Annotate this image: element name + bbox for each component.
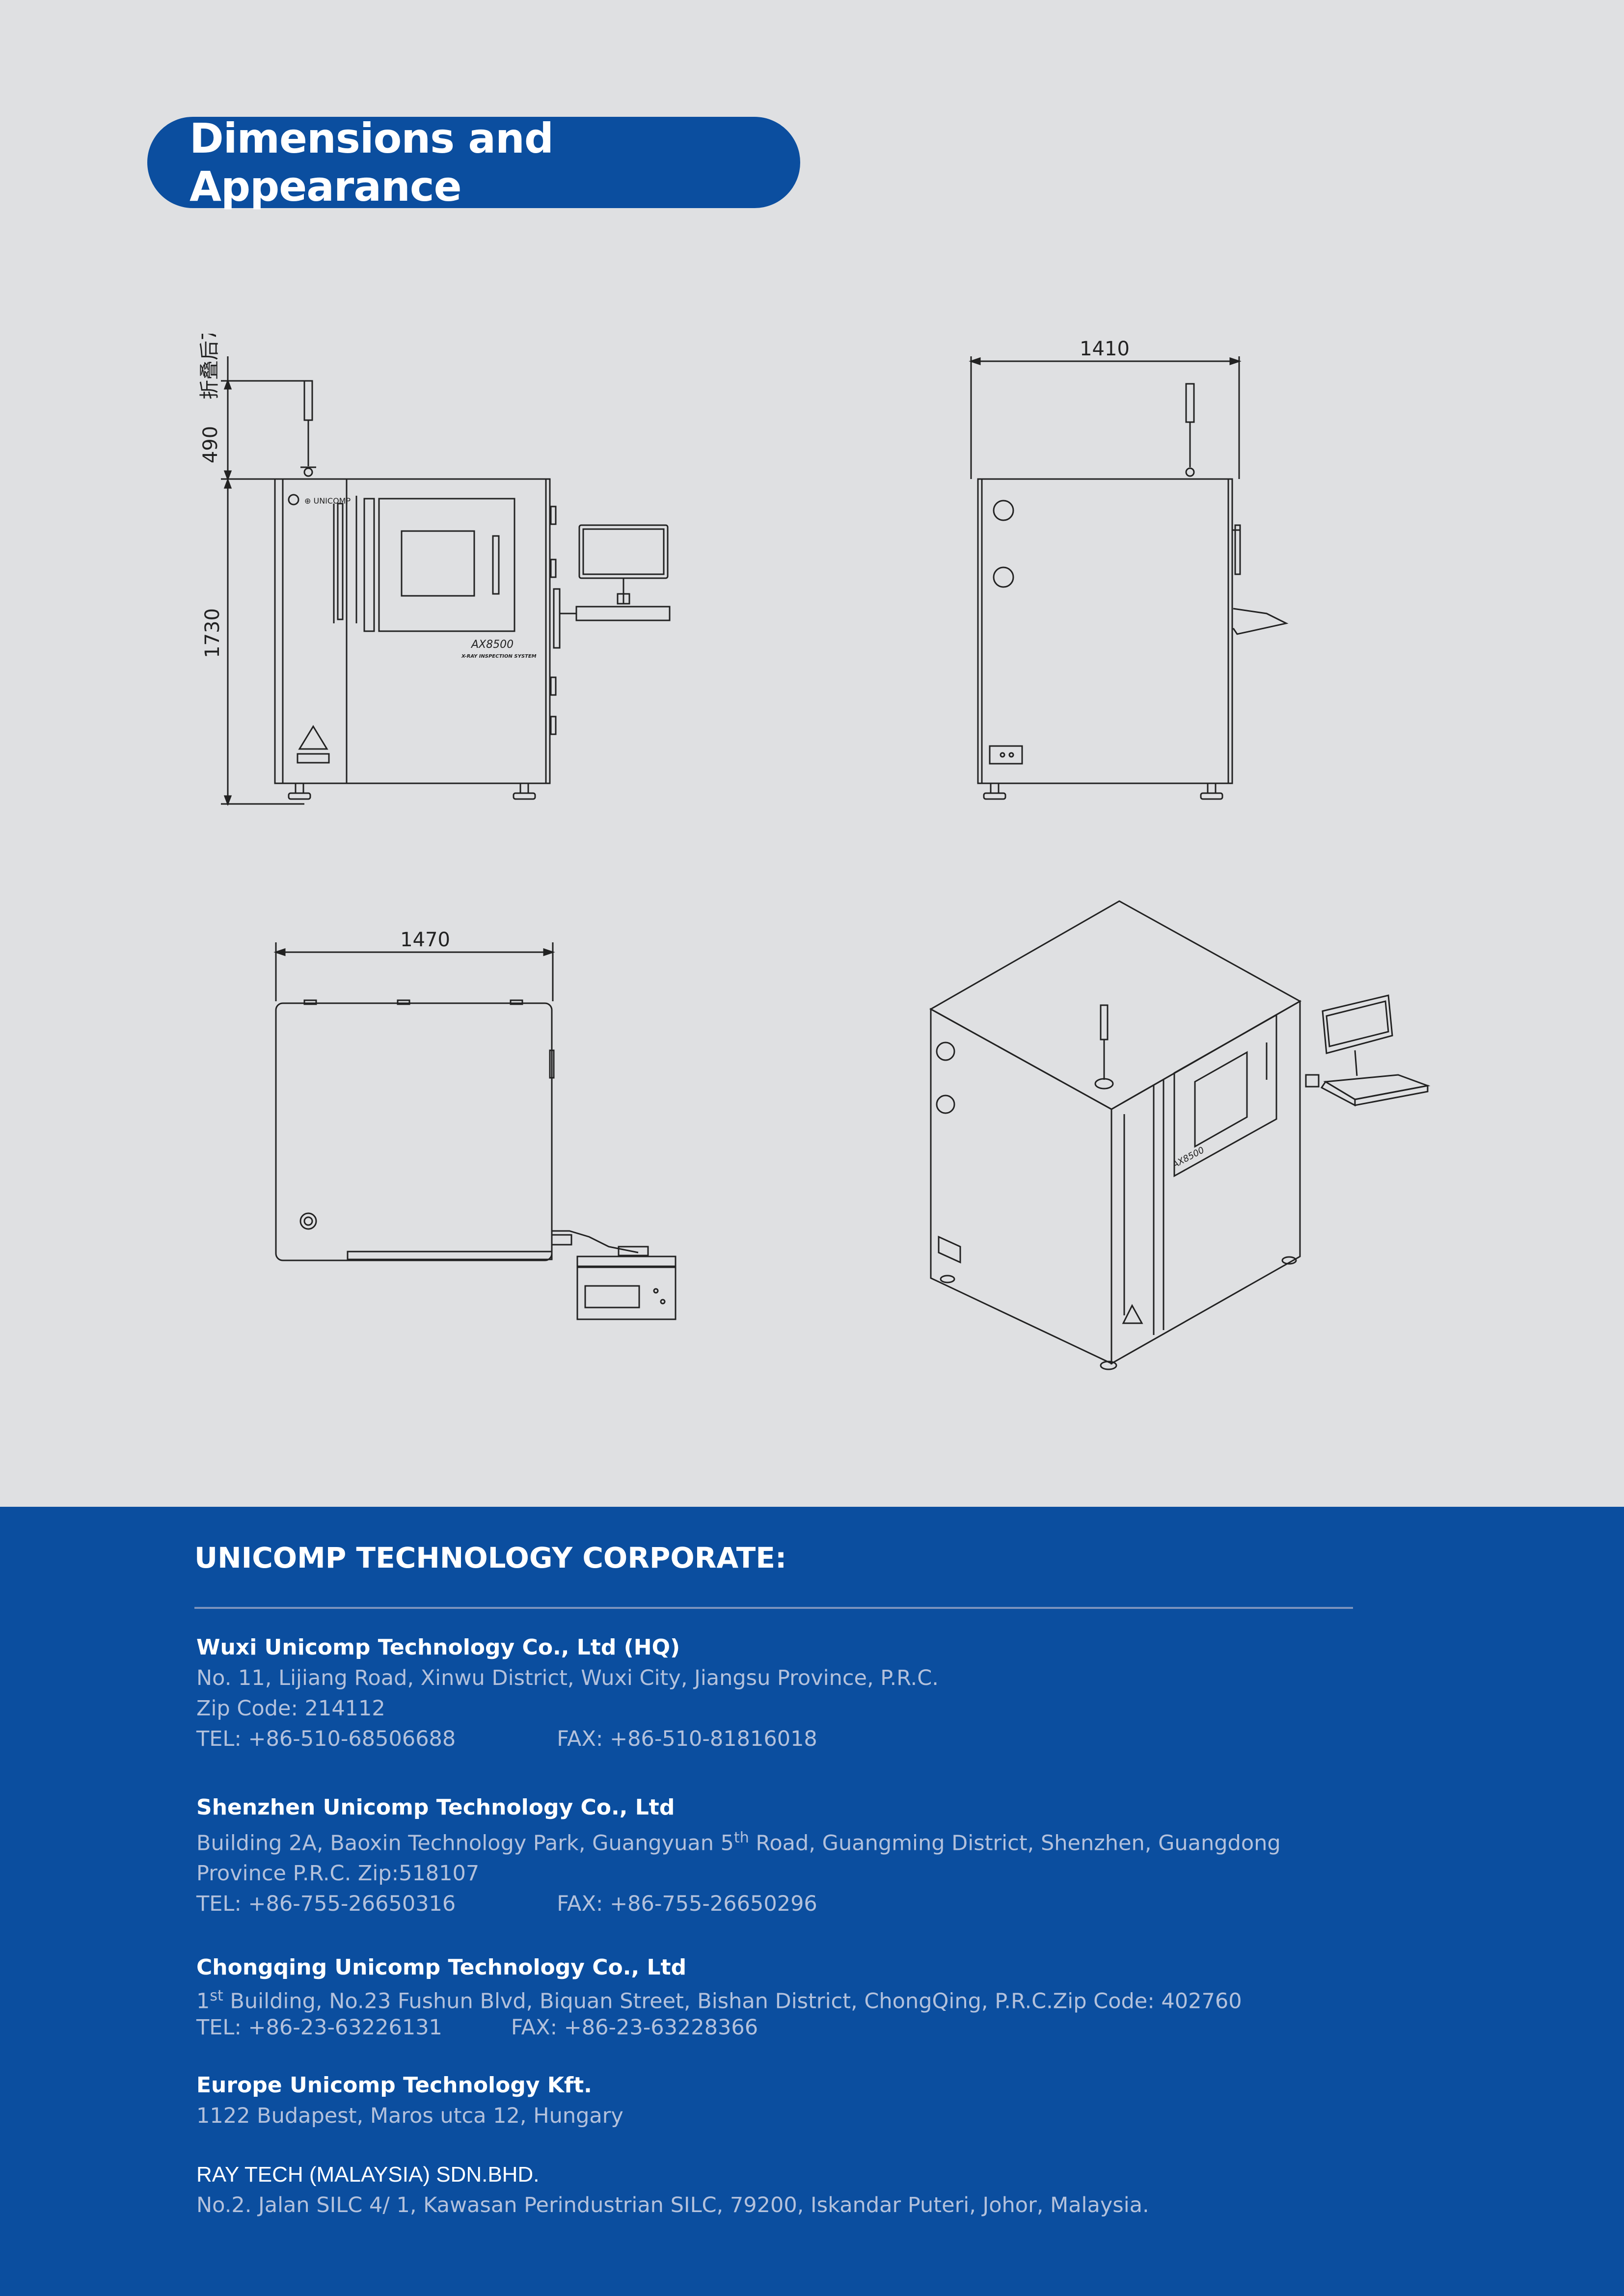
office-address-part: Building 2A, Baoxin Technology Park, Gua…: [196, 1831, 734, 1856]
office-contact: TEL: +86-23-63226131 FAX: +86-23-63228366: [196, 2014, 1242, 2041]
office-chongqing: Chongqing Unicomp Technology Co., Ltd 1s…: [196, 1952, 1242, 2041]
isometric-view-drawing: AX8500: [923, 893, 1443, 1374]
office-zip: Zip Code: 214112: [196, 1696, 385, 1721]
office-wuxi: Wuxi Unicomp Technology Co., Ltd (HQ) No…: [196, 1632, 939, 1754]
office-address-line2: Province P.R.C. Zip:518107: [196, 1861, 480, 1886]
office-name: Wuxi Unicomp Technology Co., Ltd (HQ): [196, 1635, 680, 1660]
iso-model-text: AX8500: [1170, 1145, 1206, 1171]
office-address-sup: st: [210, 1987, 223, 2004]
section-title-text: Dimensions and Appearance: [189, 114, 554, 211]
office-address-part: 1: [196, 1989, 210, 2014]
office-name: Europe Unicomp Technology Kft.: [196, 2073, 592, 2098]
office-name: Chongqing Unicomp Technology Co., Ltd: [196, 1955, 687, 1980]
office-address-part: Building, No.23 Fushun Blvd, Biquan Stre…: [223, 1989, 1242, 2014]
side-view-drawing: 1410: [962, 334, 1355, 825]
front-model-subtext: X-RAY INSPECTION SYSTEM: [461, 654, 537, 659]
front-view-drawing: ⊕ UNICOMP AX8500 X-RAY INSPECTION SYSTEM…: [187, 334, 687, 825]
office-fax: FAX: +86-755-26650296: [557, 1892, 817, 1917]
dim-1730: 1730: [201, 608, 224, 658]
dim-1470: 1470: [400, 929, 450, 951]
office-tel: TEL: +86-755-26650316: [196, 1892, 456, 1917]
section-title: Dimensions and Appearance: [147, 114, 800, 211]
office-tel: TEL: +86-23-63226131: [196, 2015, 442, 2040]
office-fax: FAX: +86-23-63228366: [511, 2015, 758, 2040]
office-shenzhen: Shenzhen Unicomp Technology Co., Ltd Bui…: [196, 1792, 1281, 1919]
corp-title: UNICOMP TECHNOLOGY CORPORATE:: [194, 1541, 787, 1575]
office-address: Building 2A, Baoxin Technology Park, Gua…: [196, 1823, 1281, 1858]
office-address-sup: th: [733, 1829, 749, 1846]
top-view-drawing: 1470: [265, 923, 687, 1335]
office-europe: Europe Unicomp Technology Kft. 1122 Buda…: [196, 2070, 623, 2131]
footer-divider: [194, 1607, 1353, 1609]
dim-1410: 1410: [1080, 338, 1130, 360]
office-address: No. 11, Lijiang Road, Xinwu District, Wu…: [196, 1666, 939, 1690]
office-malaysia: RAY TECH (MALAYSIA) SDN.BHD. No.2. Jalan…: [196, 2160, 1149, 2220]
office-address: 1st Building, No.23 Fushun Blvd, Biquan …: [196, 1983, 1242, 2014]
office-contact: TEL: +86-510-68506688 FAX: +86-510-818160…: [196, 1724, 939, 1754]
office-name: RAY TECH (MALAYSIA) SDN.BHD.: [196, 2163, 540, 2187]
office-address: No.2. Jalan SILC 4/ 1, Kawasan Perindust…: [196, 2193, 1149, 2217]
office-fax: FAX: +86-510-81816018: [557, 1727, 817, 1751]
office-tel: TEL: +86-510-68506688: [196, 1727, 456, 1751]
dim-490: 490: [199, 426, 222, 463]
office-name: Shenzhen Unicomp Technology Co., Ltd: [196, 1795, 675, 1820]
footer-band: [0, 1507, 1624, 2296]
dim-folded-75: 折叠后75: [198, 334, 221, 400]
office-address-part: Road, Guangming District, Shenzhen, Guan…: [749, 1831, 1281, 1856]
front-model-text: AX8500: [470, 639, 514, 651]
office-contact: TEL: +86-755-26650316 FAX: +86-755-266502…: [196, 1889, 1281, 1919]
office-address: 1122 Budapest, Maros utca 12, Hungary: [196, 2104, 623, 2128]
front-logo-text: ⊕ UNICOMP: [304, 496, 351, 506]
